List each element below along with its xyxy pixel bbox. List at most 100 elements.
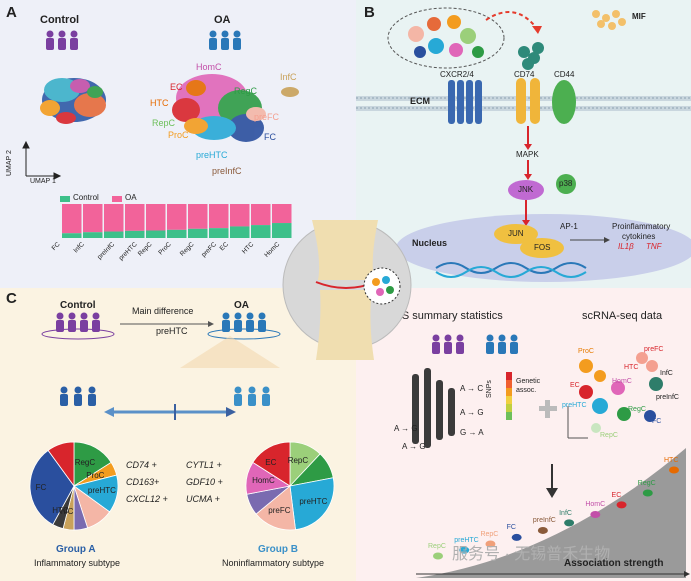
jnk-node: [508, 180, 544, 200]
cell-label: RegC: [628, 406, 646, 413]
ap1-label: AP-1: [560, 222, 578, 231]
cluster-label: InfC: [280, 72, 297, 82]
ranking-dot: [433, 552, 443, 560]
bar-oa-segment: [209, 204, 229, 229]
association-axis-label: Association strength: [564, 558, 664, 569]
panel-a: A: [0, 0, 356, 288]
snp-change: A → G: [394, 424, 418, 433]
watermark: 服务号 · 无锡普禾生物: [452, 546, 611, 563]
cluster-label: HTC: [150, 98, 169, 108]
mapk-label: MAPK: [516, 150, 539, 159]
bar-control-segment: [209, 228, 229, 238]
receptor-label: CXCR2/4: [440, 70, 474, 79]
gene-a: CXCL12 +: [126, 494, 168, 504]
ranking-dot: [616, 501, 627, 509]
pie-chart-group-b: [245, 441, 335, 531]
control-umap: [40, 78, 106, 124]
panel-d: D: [356, 288, 691, 581]
people-icon: [486, 334, 518, 354]
receptor-label: CD74: [514, 70, 535, 79]
cell-label: EC: [570, 382, 580, 389]
ranking-label: InfC: [559, 509, 572, 517]
bar-oa-segment: [251, 204, 271, 226]
oa-title: OA: [214, 14, 231, 26]
bar-oa-segment: [167, 204, 187, 230]
bar-oa-segment: [146, 204, 166, 231]
ecm-label: ECM: [410, 96, 430, 106]
bar-control-segment: [230, 226, 250, 238]
ranking-dot: [590, 510, 601, 518]
cluster-label: FC: [264, 132, 276, 142]
pie-slice: [252, 441, 291, 487]
bar-oa-segment: [188, 204, 208, 229]
association-curve: [416, 448, 686, 578]
people-icon: [432, 334, 464, 354]
panel-label: A: [6, 4, 17, 21]
ranking-label: RegC: [637, 480, 656, 487]
snps-label: SNPs: [486, 380, 493, 398]
umap-axes: [22, 140, 62, 180]
bar-control-segment: [104, 231, 124, 238]
pie-slice-label: HomC: [252, 476, 275, 486]
cell-label: RepC: [600, 432, 618, 439]
pie-slice: [289, 477, 335, 531]
cluster-label: HomC: [196, 62, 222, 72]
pie-slice-label: EC: [265, 457, 277, 467]
snp-change: A → G: [402, 442, 426, 451]
oa-umap: [172, 74, 299, 142]
panel-b: B: [356, 0, 691, 288]
p38-label: p38: [559, 179, 573, 188]
panel-c: C: [0, 288, 356, 581]
bar-control-segment: [62, 233, 82, 238]
fos-label: FOS: [534, 243, 551, 252]
gene-b: UCMA +: [186, 494, 220, 504]
cluster-label: preHTC: [196, 150, 228, 160]
ranking-label: HTC: [664, 457, 679, 464]
gwas-title: GWAS summary statistics: [376, 310, 503, 322]
cell-cluster-outline: [387, 7, 505, 69]
pie-slice-label: RepC: [287, 456, 309, 466]
snp-change: G → A: [460, 428, 484, 437]
ranking-label: preInfC: [532, 517, 556, 525]
umap2-label: UMAP 2: [6, 150, 13, 176]
cluster-label: preFC: [254, 112, 280, 122]
snp-change: A → C: [460, 384, 484, 393]
cytokines-label: cytokines: [622, 232, 656, 241]
scrna-title: scRNA-seq data: [582, 310, 663, 322]
cell-label: preFC: [644, 346, 664, 353]
pie-slice-label: ProC: [86, 470, 105, 480]
ranking-label: RepC: [480, 530, 499, 538]
nucleus-label: Nucleus: [412, 238, 448, 248]
jnk-label: JNK: [518, 185, 534, 194]
ranking-label: EC: [611, 491, 622, 499]
gene-b: GDF10 +: [186, 477, 223, 487]
group-a-people-icon: [60, 386, 96, 406]
cluster-label: EC: [170, 82, 183, 92]
stacked-bar-chart: [62, 204, 292, 238]
fos-node: [520, 238, 564, 258]
ranking-dot: [537, 526, 548, 534]
pie-slice: [255, 485, 296, 531]
assoc-label: assoc.: [516, 387, 537, 394]
gene-b: CYTL1 +: [186, 460, 222, 470]
panel-label: B: [364, 4, 375, 21]
panel-b-graphics: [356, 7, 691, 282]
cell-label: preInfC: [656, 394, 679, 401]
group-a-title: Group A: [56, 544, 96, 555]
jun-label: JUN: [508, 229, 524, 238]
umap1-label: UMAP 1: [30, 178, 56, 185]
control-title: Control: [40, 14, 80, 26]
tibia-icon: [316, 290, 374, 360]
oa-people-icon: [209, 30, 241, 50]
pie-slice: [29, 449, 75, 526]
legend-oa-swatch: [112, 196, 122, 202]
gene-a: CD163+: [126, 477, 160, 487]
cell-label: ProC: [578, 348, 594, 355]
control-people-icon: [46, 30, 78, 50]
ranking-label: HomC: [585, 501, 606, 509]
pie-slice-label: preHTC: [87, 485, 116, 495]
bar-oa-segment: [83, 204, 103, 233]
cxcr-receptor-icon: [448, 80, 482, 124]
ranking-label: FC: [506, 524, 516, 532]
cluster-label: RegC: [234, 86, 258, 96]
